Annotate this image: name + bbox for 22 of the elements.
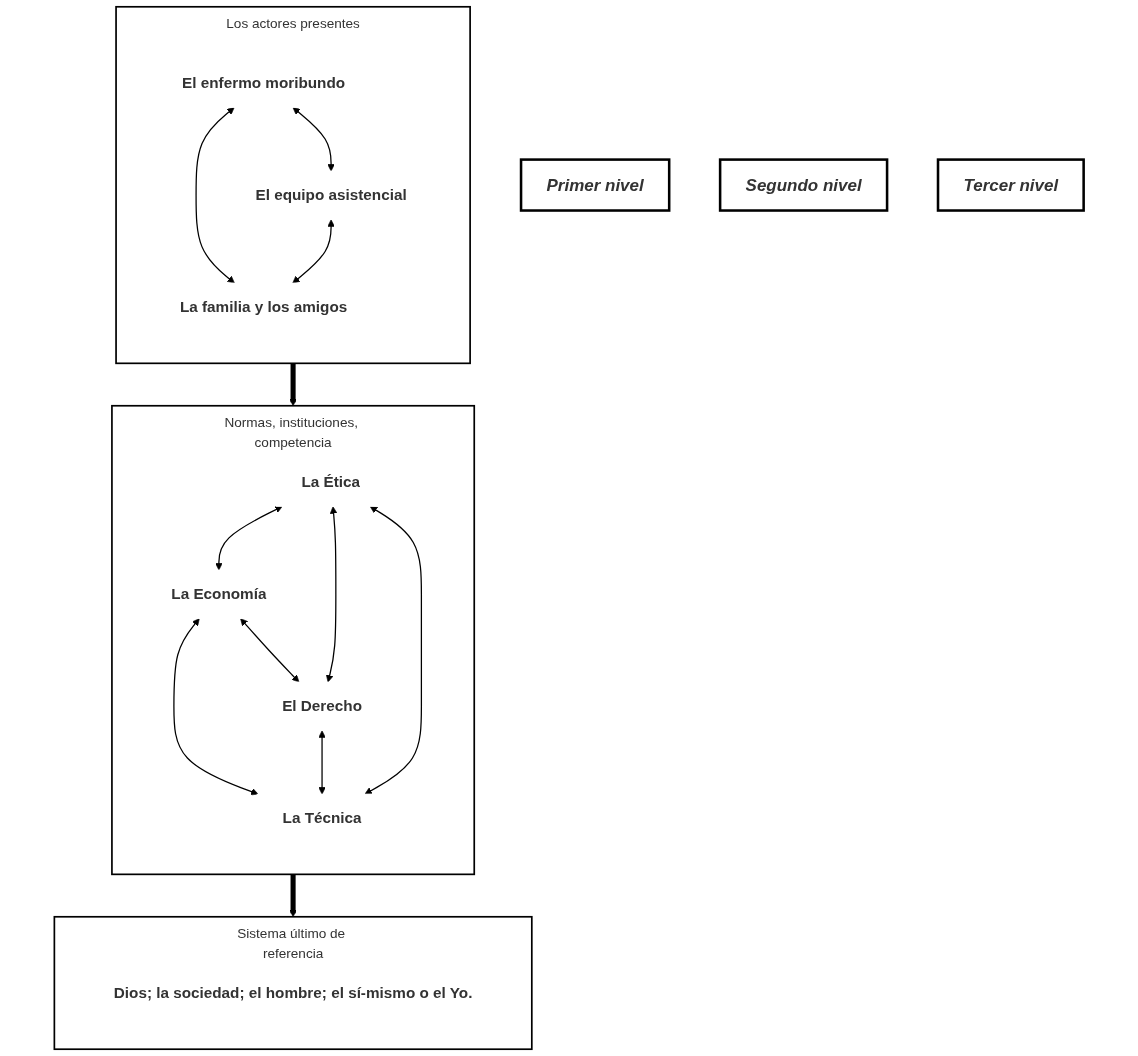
arrow	[292, 107, 335, 172]
node-text: La Economía	[171, 585, 267, 603]
arrow	[173, 618, 259, 796]
arrow	[289, 363, 297, 407]
arrow	[240, 618, 300, 683]
node-text: La Ética	[301, 473, 361, 491]
node-box: Segundo nivel	[718, 158, 889, 212]
arrow	[326, 506, 338, 683]
node-text: La familia y los amigos	[179, 298, 348, 316]
arrow	[292, 219, 335, 284]
node-box: Primer nivel	[519, 158, 671, 212]
node-box: Tercer nivel	[936, 158, 1085, 212]
arrow	[364, 506, 423, 795]
arrow	[289, 874, 297, 918]
node-text: El enfermo moribundo	[182, 74, 346, 92]
node-text: El Derecho	[282, 697, 362, 715]
arrow	[215, 506, 283, 571]
arrow	[318, 730, 326, 795]
arrow	[195, 107, 235, 284]
node-text: El equipo asistencial	[255, 186, 407, 204]
node-text: Dios; la sociedad; el hombre; el sí-mismo o el Yo.	[113, 984, 473, 1002]
node-text: La Técnica	[282, 809, 362, 827]
